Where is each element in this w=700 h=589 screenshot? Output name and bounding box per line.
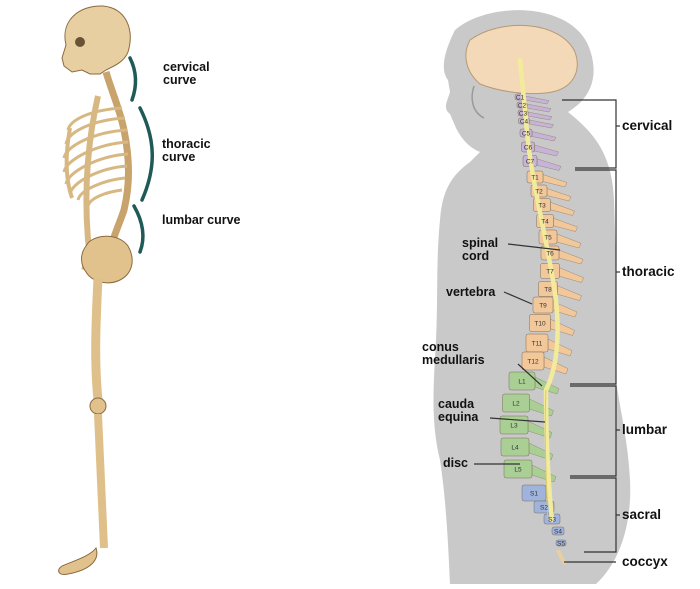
- vertebra-label-t7: T7: [546, 268, 554, 276]
- face-profile-line: [471, 85, 485, 119]
- vertebra-label-l5: L5: [514, 466, 522, 474]
- vertebra-label-t6: T6: [546, 250, 554, 258]
- vertebra-label-l4: L4: [511, 444, 519, 452]
- conus-medullaris-label: conus medullaris: [422, 340, 485, 367]
- vertebra-label-t12: T12: [527, 358, 539, 366]
- vertebra-label-c5: C5: [521, 130, 531, 138]
- vertebra-label-t5: T5: [544, 234, 552, 242]
- vertebra-label-c1: C1: [515, 94, 525, 102]
- vertebra-label-c4: C4: [519, 118, 529, 126]
- vertebra-label-l1: L1: [518, 378, 526, 386]
- cauda-equina-fibers: [544, 389, 549, 521]
- vertebra-label-t10: T10: [534, 320, 546, 328]
- tibia: [94, 413, 108, 549]
- region-cervical-label: cervical: [622, 118, 673, 133]
- cauda-equina-label: cauda equina: [438, 397, 479, 424]
- vertebra-l2: [502, 393, 530, 413]
- vertebra-l4: [500, 437, 530, 457]
- vertebra-label-c7: C7: [525, 158, 535, 166]
- spinous-processes: [524, 95, 584, 483]
- knee: [89, 397, 107, 415]
- vertebra-label-t2: T2: [535, 188, 543, 196]
- skeleton-side-view: [58, 5, 133, 575]
- vertebra-label-s2: S2: [540, 504, 548, 512]
- vertebra-s4: [551, 526, 565, 536]
- region-lumbar-label: lumbar: [622, 422, 668, 437]
- vertebra-label-t11: T11: [531, 340, 543, 348]
- vertebra-s5: [555, 539, 567, 547]
- vertebra-l1: [508, 371, 536, 391]
- femur: [91, 277, 103, 401]
- vertebra-label-s3: S3: [548, 516, 556, 524]
- vertebra-label-l3: L3: [510, 422, 518, 430]
- region-sacral-label: sacral: [622, 507, 662, 522]
- thoracic-curve-label: thoracic curve: [162, 137, 211, 164]
- vertebra-label-t9: T9: [539, 302, 547, 310]
- vertebra-label-l2: L2: [512, 400, 520, 408]
- vertebra-t10: [529, 314, 551, 332]
- vertebra-label-t3: T3: [538, 202, 546, 210]
- sternum: [64, 127, 74, 199]
- vertebra-label-t1: T1: [531, 174, 539, 182]
- vertebra-label-t8: T8: [544, 286, 552, 294]
- thoracic-curve-marker: [138, 106, 154, 202]
- coccyx-bone: [556, 549, 568, 566]
- vertebra-label-c6: C6: [523, 144, 533, 152]
- cervical-curve-label: cervical curve: [163, 60, 210, 87]
- skeleton-spine: [102, 70, 132, 251]
- foot: [58, 546, 98, 575]
- skull: [61, 5, 131, 75]
- vertebra-label-s1: S1: [530, 490, 538, 498]
- region-coccyx-label: coccyx: [622, 554, 668, 569]
- vertebra-label-s5: S5: [557, 540, 565, 548]
- vertebra-label-c2: C2: [517, 102, 527, 110]
- vertebra-t9: [532, 296, 554, 314]
- spinal-cord: [517, 57, 560, 523]
- region-thoracic-label: thoracic: [622, 264, 675, 279]
- vertebra-label: vertebra: [446, 285, 496, 299]
- vertebra-label-s4: S4: [554, 528, 562, 536]
- vertebra-t12: [521, 351, 545, 371]
- spinal-cord-label: spinal cord: [462, 236, 499, 263]
- vertebra-label-t4: T4: [541, 218, 549, 226]
- lumbar-curve-marker: [132, 204, 145, 254]
- vertebra-label-c3: C3: [518, 110, 528, 118]
- cervical-curve-marker: [128, 56, 138, 102]
- disc-label: disc: [443, 456, 469, 470]
- skull-orbit: [75, 37, 85, 47]
- vertebra-s1: [521, 484, 547, 502]
- rib-cage: [62, 106, 129, 207]
- callout-leaders: [474, 243, 561, 465]
- lumbar-curve-label: lumbar curve: [162, 213, 241, 227]
- pelvis: [81, 235, 133, 284]
